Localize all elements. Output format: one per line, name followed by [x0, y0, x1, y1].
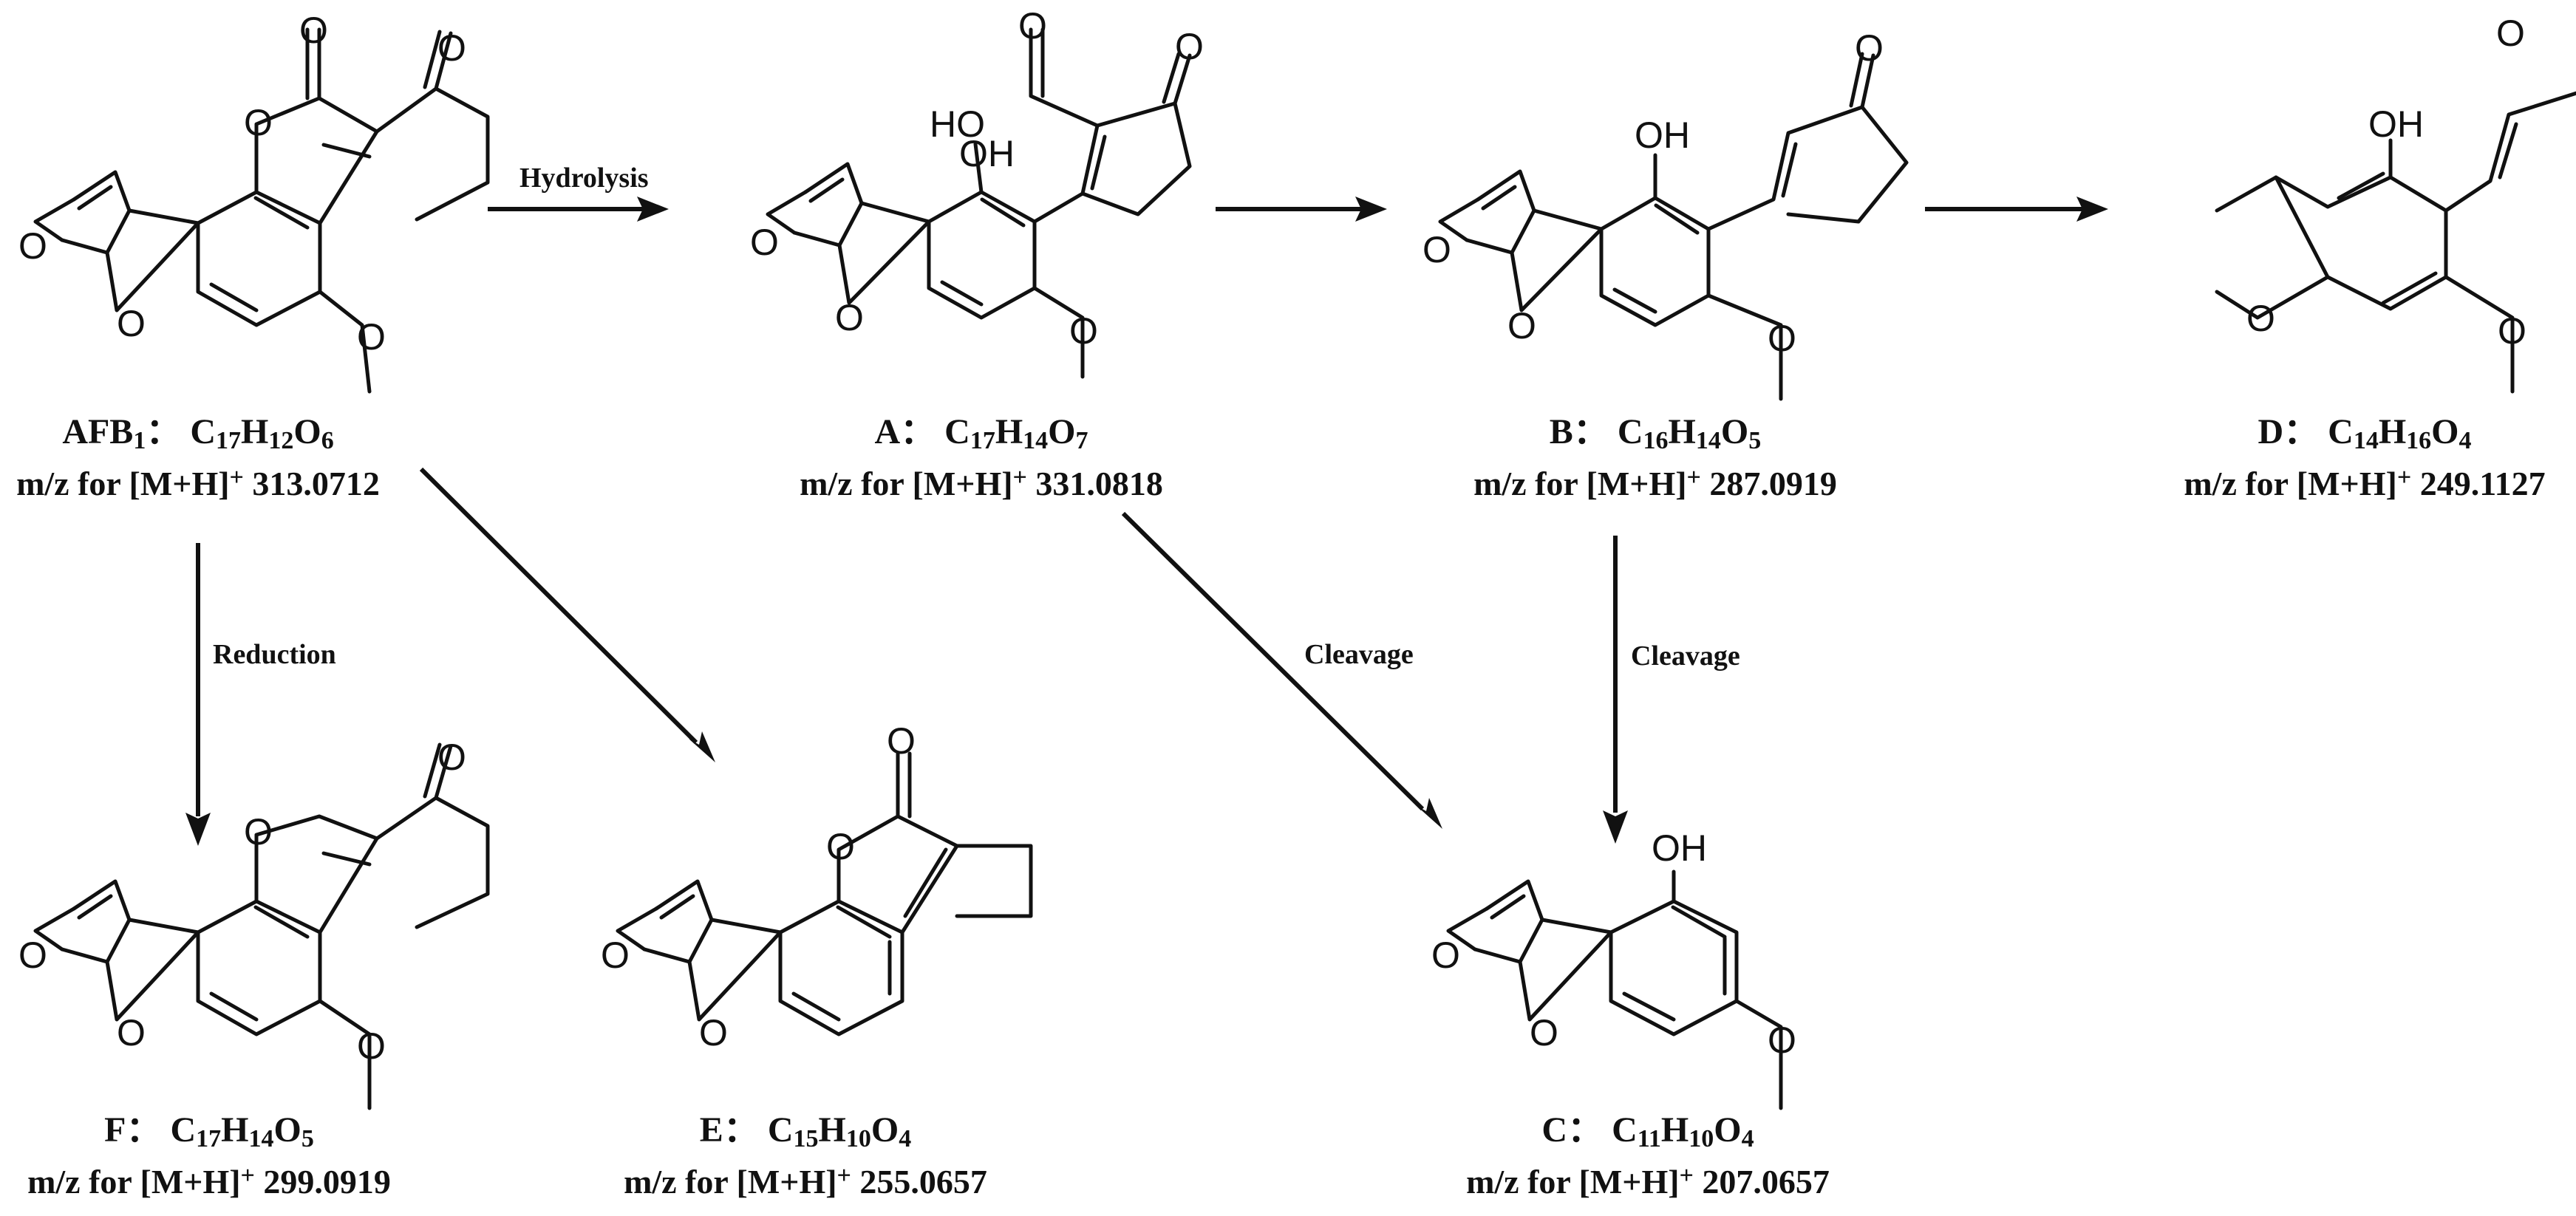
compound-mz-e: m/z for [M+H]+ 255.0657	[624, 1162, 987, 1200]
arrow-afb1-to-f	[185, 543, 211, 846]
atom-o: O	[2498, 310, 2526, 352]
atom-oh: OH	[1635, 115, 1690, 156]
atom-o: O	[1768, 1019, 1796, 1061]
atom-o: O	[1855, 27, 1884, 69]
structure-f: O O O O O	[18, 737, 490, 1110]
atom-o: O	[826, 826, 855, 867]
atom-o: O	[699, 1012, 728, 1053]
atom-o: O	[2246, 298, 2275, 339]
atom-o: O	[2496, 13, 2525, 54]
atom-o: O	[1069, 310, 1098, 352]
atom-o: O	[1530, 1012, 1558, 1053]
atom-oh: OH	[1652, 827, 1707, 869]
compound-labels: AFB1： C17H12O6 m/z for [M+H]+ 313.0712 A： …	[16, 412, 2546, 1200]
compound-mz-afb1: m/z for [M+H]+ 313.0712	[16, 464, 380, 502]
atom-o: O	[299, 10, 328, 51]
compound-label-a: A： C17H14O7	[874, 412, 1088, 454]
arrow-b-to-d	[1925, 197, 2108, 222]
atom-o: O	[1431, 935, 1460, 976]
atom-o: O	[1018, 5, 1047, 47]
arrow-a-to-c	[1121, 511, 1442, 829]
atom-ho: HO	[930, 103, 985, 145]
structure-a: O O OH HO O O O	[750, 5, 1204, 379]
atom-o: O	[18, 225, 47, 267]
arrow-a-to-b	[1216, 197, 1387, 222]
atom-o: O	[750, 222, 779, 263]
atom-o: O	[117, 303, 146, 344]
structure-b: O O OH O O	[1422, 27, 1909, 401]
atom-o: O	[357, 1025, 386, 1067]
atom-o: O	[117, 1012, 146, 1053]
atom-o: O	[244, 811, 273, 853]
label-reduction: Reduction	[213, 639, 336, 670]
compound-label-c: C： C11H10O4	[1541, 1110, 1754, 1152]
compound-mz-d: m/z for [M+H]+ 249.1127	[2184, 464, 2545, 502]
compound-mz-c: m/z for [M+H]+ 207.0657	[1466, 1162, 1830, 1200]
atom-o: O	[437, 27, 466, 69]
compound-mz-f: m/z for [M+H]+ 299.0919	[27, 1162, 391, 1200]
atom-o: O	[835, 297, 864, 338]
compound-mz-b: m/z for [M+H]+ 287.0919	[1473, 464, 1837, 502]
structure-c: O O OH O	[1431, 827, 1796, 1110]
compound-label-f: F： C17H14O5	[104, 1110, 314, 1152]
atom-oh: OH	[959, 133, 1015, 174]
atom-o: O	[1175, 26, 1204, 67]
atom-o: O	[601, 935, 630, 976]
structure-e: O O O O	[601, 720, 1033, 1053]
compound-label-e: E： C15H10O4	[700, 1110, 911, 1152]
structure-d: OH O O O	[2215, 13, 2576, 394]
atom-o: O	[244, 102, 273, 143]
compound-label-d: D： C14H16O4	[2258, 412, 2471, 454]
atom-o: O	[887, 720, 916, 762]
atom-o: O	[18, 935, 47, 976]
atom-o: O	[1768, 318, 1796, 359]
arrow-b-to-c	[1603, 536, 1628, 844]
compound-label-afb1: AFB1： C17H12O6	[62, 412, 333, 454]
arrow-afb1-to-e	[419, 467, 715, 762]
atom-o: O	[437, 737, 466, 778]
label-cleavage-b: Cleavage	[1631, 641, 1740, 672]
atom-o: O	[1507, 305, 1536, 346]
compound-mz-a: m/z for [M+H]+ 331.0818	[800, 464, 1163, 502]
label-hydrolysis: Hydrolysis	[519, 163, 649, 194]
compound-label-b: B： C16H14O5	[1550, 412, 1761, 454]
arrow-afb1-to-a	[488, 197, 669, 222]
atom-o: O	[1422, 229, 1451, 270]
label-cleavage-a: Cleavage	[1304, 639, 1414, 670]
structure-afb1: O O O O O O	[18, 10, 490, 394]
atom-o: O	[357, 316, 386, 358]
atom-oh: OH	[2368, 103, 2424, 145]
